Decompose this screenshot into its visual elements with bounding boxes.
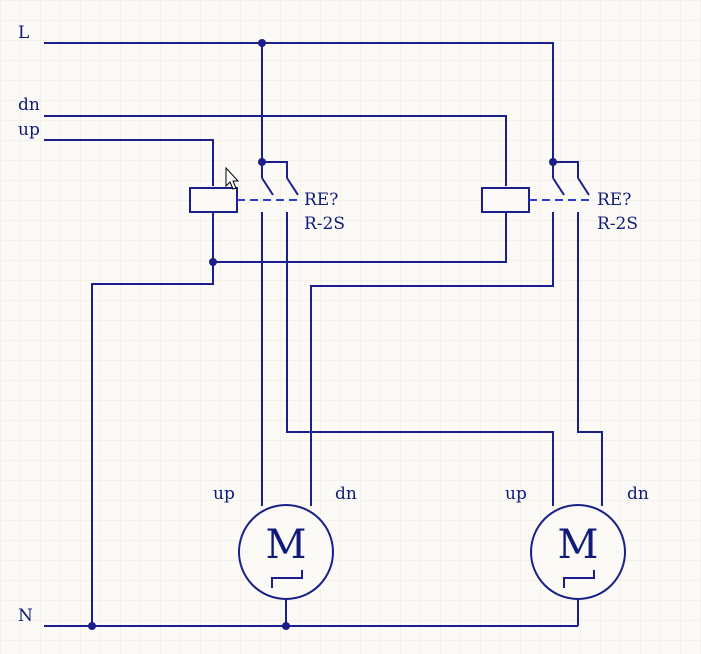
relay1-contact-b (286, 177, 299, 196)
relay1-ref: RE? (304, 190, 338, 210)
motor2-up-label: up (505, 484, 527, 504)
motor2-dn-label: dn (627, 484, 649, 504)
relay2-contact-b (577, 177, 590, 196)
relay1-coil[interactable] (189, 187, 238, 213)
relay2-ref: RE? (597, 190, 631, 210)
motor2-symbol: M (558, 522, 599, 568)
junction-dot (88, 622, 96, 630)
relay2-type: R-2S (597, 214, 638, 234)
wire-relay2-out-b[interactable] (577, 212, 603, 506)
wire-relay2-out-a[interactable] (310, 212, 554, 506)
wire-relay1-out-b[interactable] (286, 212, 554, 506)
junction-dot (258, 158, 266, 166)
motor1-symbol: M (266, 522, 307, 568)
rail-label-up: up (18, 120, 40, 140)
relay2-contact-a (552, 177, 565, 196)
mouse-pointer-icon (225, 166, 240, 190)
motor1-step-glyph (271, 570, 303, 588)
relay2-coil[interactable] (481, 187, 530, 213)
rail-label-dn: dn (18, 95, 40, 115)
rail-label-n: N (18, 606, 33, 626)
motor1-up-label: up (213, 484, 235, 504)
wire-l-rail[interactable] (44, 42, 554, 162)
rail-label-l: L (18, 23, 29, 43)
motor1-dn-label: dn (335, 484, 357, 504)
wire-dn-rail[interactable] (44, 115, 507, 186)
junction-dot (549, 158, 557, 166)
wire-coil-return-link[interactable] (213, 212, 507, 263)
motor2-step-glyph (563, 570, 595, 588)
wire-up-rail[interactable] (44, 139, 214, 186)
junction-dot (258, 39, 266, 47)
wire-relay1-coil-to-n[interactable] (91, 212, 214, 626)
junction-dot (282, 622, 290, 630)
junction-dot (209, 258, 217, 266)
relay1-type: R-2S (304, 214, 345, 234)
relay1-contact-a (261, 177, 274, 196)
